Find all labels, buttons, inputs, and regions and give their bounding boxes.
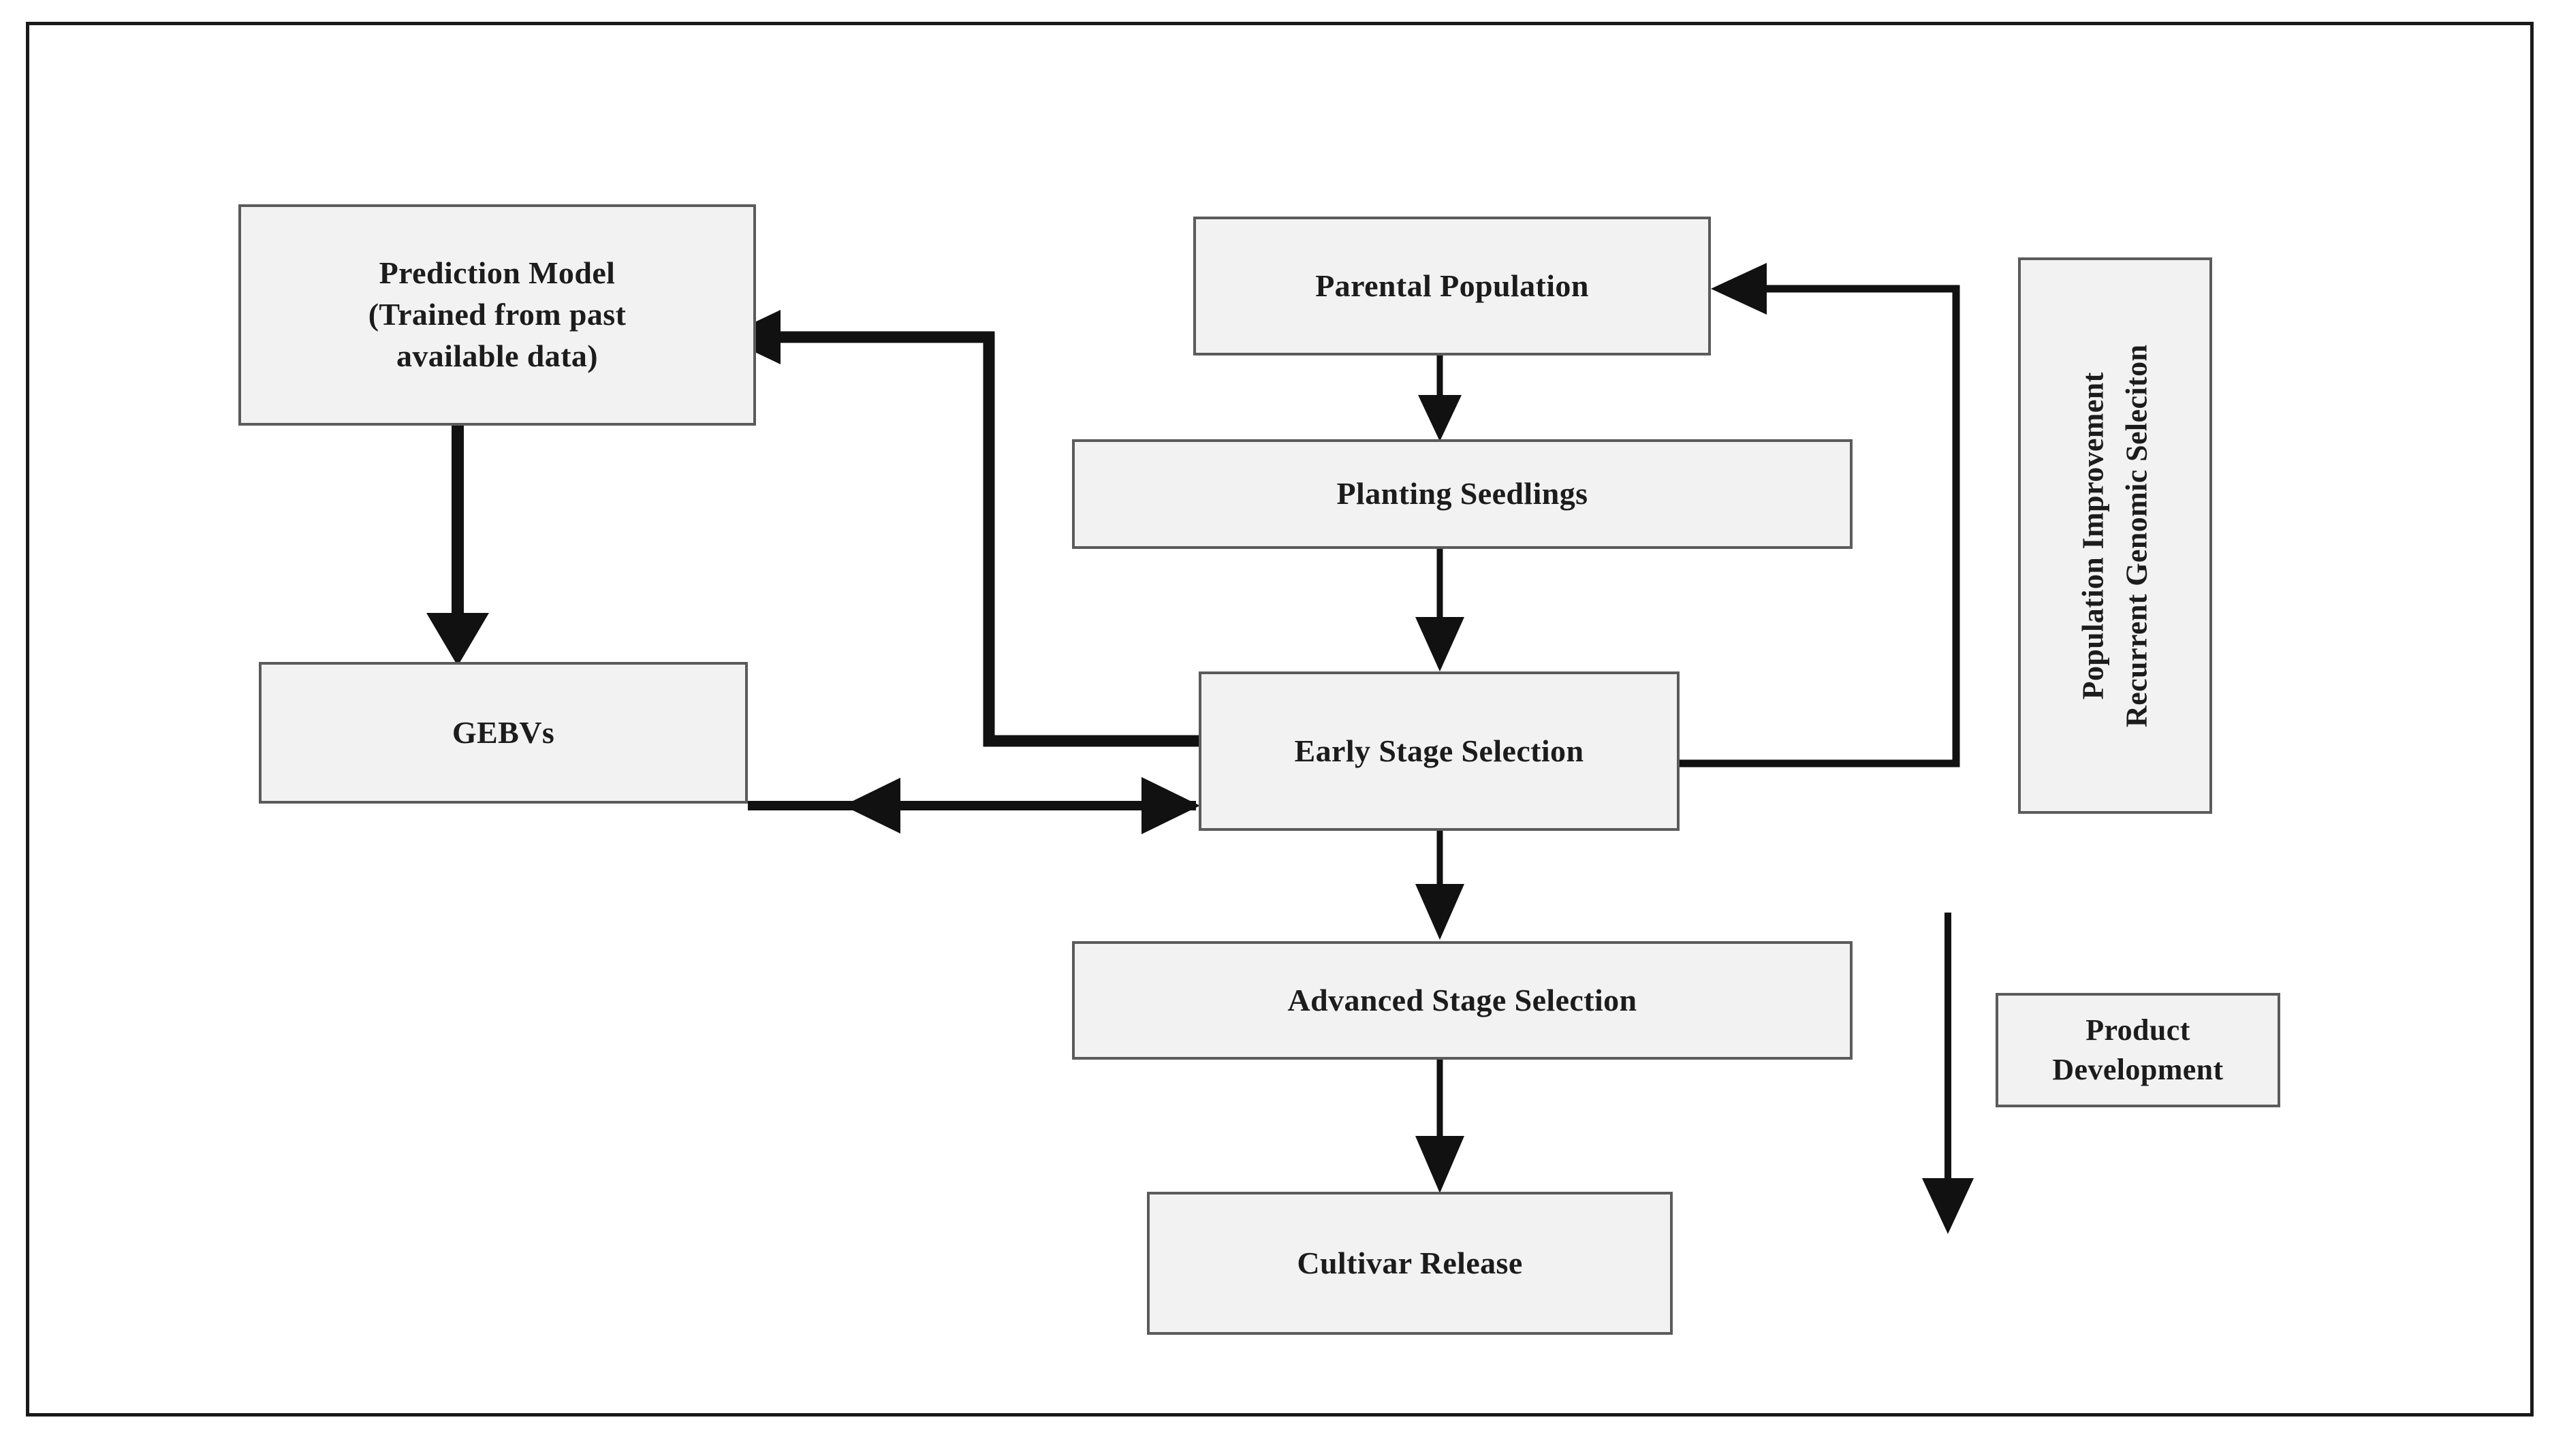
node-product-development[interactable]: Product Development [1996,993,2280,1107]
node-population-improvement-line-2: Recurrent Genomic Seleciton [2120,344,2154,727]
node-prediction-model[interactable]: Prediction Model (Trained from past avai… [238,204,756,426]
node-planting-seedlings-label: Planting Seedlings [1336,476,1588,511]
node-prediction-model-line-1: Prediction Model [379,255,616,291]
node-population-improvement[interactable]: Population Improvement Recurrent Genomic… [2018,257,2212,814]
node-parental-population-label: Parental Population [1315,268,1589,303]
node-advanced-stage-selection[interactable]: Advanced Stage Selection [1072,941,1853,1060]
node-product-development-line-2: Development [2052,1053,2224,1086]
node-prediction-model-line-3: available data) [396,338,599,373]
node-early-stage-selection[interactable]: Early Stage Selection [1199,671,1680,831]
node-prediction-model-label: Prediction Model (Trained from past avai… [248,253,746,377]
node-product-development-line-1: Product [2085,1013,2190,1047]
node-cultivar-release[interactable]: Cultivar Release [1147,1192,1673,1335]
node-product-development-label: Product Development [2005,1011,2271,1090]
node-gebvs-label: GEBVs [452,714,555,750]
node-advanced-stage-selection-label: Advanced Stage Selection [1287,982,1637,1017]
node-prediction-model-line-2: (Trained from past [368,297,627,332]
node-population-improvement-line-1: Population Improvement [2076,371,2110,700]
node-parental-population[interactable]: Parental Population [1193,217,1711,355]
node-early-stage-selection-label: Early Stage Selection [1294,733,1584,768]
node-population-improvement-label: Population Improvement Recurrent Genomic… [2072,344,2159,727]
node-planting-seedlings[interactable]: Planting Seedlings [1072,439,1853,549]
node-cultivar-release-label: Cultivar Release [1297,1245,1523,1280]
node-gebvs[interactable]: GEBVs [259,662,748,804]
